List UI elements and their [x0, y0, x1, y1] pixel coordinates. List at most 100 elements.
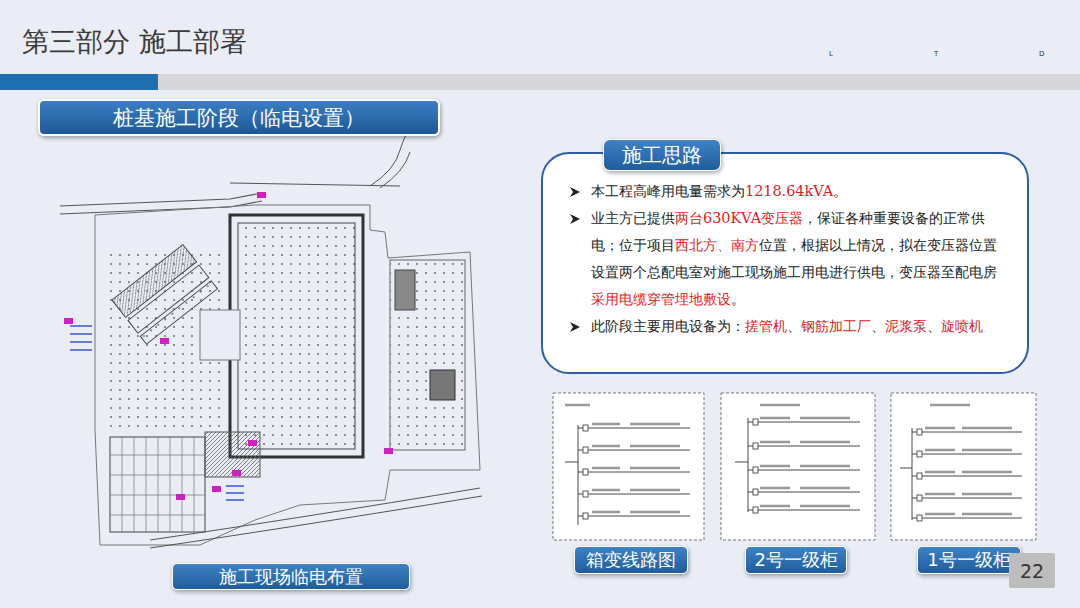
schematic-panels-part-part: [753, 489, 758, 495]
bullet-list: 本工程高峰用电量需求为1218.64kVA。业主方已提供两台630KVA变压器，…: [567, 178, 1009, 340]
label-text: 施工思路: [622, 142, 702, 169]
schematic-panels-part-part: [917, 515, 922, 521]
header-bar: [0, 74, 1080, 90]
schematic-panels-part-part: [753, 467, 758, 473]
site-plan-part: [95, 205, 480, 545]
site-plan: [60, 128, 482, 548]
bullet-arrow-shape: [570, 322, 580, 332]
site-plan-part: [110, 437, 205, 532]
label-text: 箱变线路图: [586, 548, 676, 572]
bullet-text: 本工程高峰用电量需求为: [591, 183, 745, 199]
slide-title: 第三部分 施工部署: [22, 24, 247, 60]
bullet-arrow: [569, 213, 581, 225]
schematic-panels-part-part: [753, 507, 758, 513]
caption-band: 2号一级柜: [745, 546, 847, 574]
schematic-panels-part: [583, 419, 922, 521]
schematic-panels-part-part: [900, 428, 912, 520]
section-banner: 桩基施工阶段（临电设置）: [38, 99, 440, 136]
site-plan-part: [370, 128, 410, 186]
schematic-panels-part-part: [917, 473, 922, 479]
schematic-panels-part-part: [583, 513, 588, 519]
site-plan-part: [70, 326, 244, 500]
site-plan-part-part: [232, 470, 241, 476]
label-text: 1号一级柜: [927, 548, 1010, 572]
site-plan-part: [395, 270, 415, 310]
bullet-text: 泥浆泵: [885, 318, 927, 334]
bullet-text: 采用电缆穿管埋地敷设: [591, 291, 731, 307]
schematic-panels-part-part: [917, 429, 922, 435]
site-plan-part-part: [64, 318, 73, 324]
schematic-panels-part: [721, 393, 875, 540]
schematic-panels-part-part: [917, 495, 922, 501]
site-plan-part-part: [212, 486, 221, 492]
schematic-panels-part-part: [583, 491, 588, 497]
bullet-text: 搓管机: [745, 318, 787, 334]
schematic-panels-part-part: [583, 447, 588, 453]
schematic-panels-part-part: [592, 424, 680, 512]
bullet-arrow: [569, 186, 581, 198]
bullet-text: 。: [833, 183, 847, 199]
schematic-panels-part-part: [583, 469, 588, 475]
bullet-arrow-shape: [570, 187, 580, 197]
site-plan-part: [238, 223, 355, 449]
header-bar-part: [158, 74, 1080, 90]
bullet-text: 旋喷机: [941, 318, 983, 334]
bullet-text: 、: [717, 237, 731, 253]
panel-tab: 施工思路: [603, 139, 721, 171]
label-text: 桩基施工阶段（临电设置）: [113, 104, 365, 132]
schematic-panels-part: [891, 393, 1036, 540]
corner-letter: T: [934, 50, 938, 58]
site-plan-part: [390, 260, 465, 450]
idea-panel: 本工程高峰用电量需求为1218.64kVA。业主方已提供两台630KVA变压器，…: [541, 152, 1029, 374]
label-text: 2号一级柜: [755, 548, 838, 572]
header-bar-part: [0, 74, 158, 90]
bullet-text: 南方: [731, 237, 759, 253]
bullet-arrow-shape: [570, 214, 580, 224]
bullet-text: 。: [731, 291, 745, 307]
corner-letter: D: [1039, 50, 1044, 58]
schematic-panels-part-part: [760, 418, 850, 506]
caption-band: 1号一级柜: [917, 546, 1021, 574]
schematic-panels-part-part: [753, 443, 758, 449]
bullet-text: 、: [787, 318, 801, 334]
bullet-text: 钢筋加工厂: [801, 318, 871, 334]
site-plan-part: [112, 245, 217, 345]
schematic-panels-part-part: [565, 425, 578, 525]
site-plan-part-part: [257, 192, 266, 198]
bullet-item: 此阶段主要用电设备为：搓管机、钢筋加工厂、泥浆泵、旋喷机: [567, 313, 1009, 340]
site-plan-part: [430, 370, 455, 400]
schematic-panels-part-part: [925, 428, 1012, 514]
site-plan-part-part: [70, 326, 92, 350]
bullet-text: 此阶段主要用电设备为：: [591, 318, 745, 334]
site-plan-part: [110, 437, 205, 532]
site-plan-part: [60, 193, 262, 206]
schematic-panels-part-part: [753, 419, 758, 425]
site-plan-part-part: [248, 440, 257, 446]
site-plan-part: [150, 496, 482, 548]
site-plan-part-part: [140, 281, 217, 344]
site-plan-part-part: [176, 494, 185, 500]
site-plan-part: [64, 192, 393, 500]
schematic-panels-part-part: [565, 404, 970, 407]
site-plan-part-part: [160, 338, 169, 344]
bullet-text: 、: [927, 318, 941, 334]
bullet-text: 西北方: [675, 237, 717, 253]
schematic-panels-part-part: [912, 432, 1022, 518]
page-number: 22: [1009, 553, 1055, 588]
schematic-panels-part-part: [578, 428, 690, 516]
schematic-panels-part-part: [917, 451, 922, 457]
bullet-text: 两台630KVA变压器: [675, 210, 803, 226]
bullet-item: 业主方已提供两台630KVA变压器，保证各种重要设备的正常供电；位于项目西北方、…: [567, 205, 1009, 313]
label-text: 22: [1020, 560, 1044, 582]
schematic-panels: [553, 393, 1036, 540]
site-plan-part: [230, 215, 363, 457]
schematic-panels-part: [565, 405, 1012, 514]
bullet-text: 业主方已提供: [591, 210, 675, 226]
site-plan-part: [150, 488, 480, 540]
caption-band: 箱变线路图: [574, 546, 688, 574]
corner-letter: L: [829, 50, 833, 58]
bullet-arrow: [569, 321, 581, 333]
site-plan-part: [200, 310, 240, 360]
bullet-item: 本工程高峰用电量需求为1218.64kVA。: [567, 178, 1009, 205]
